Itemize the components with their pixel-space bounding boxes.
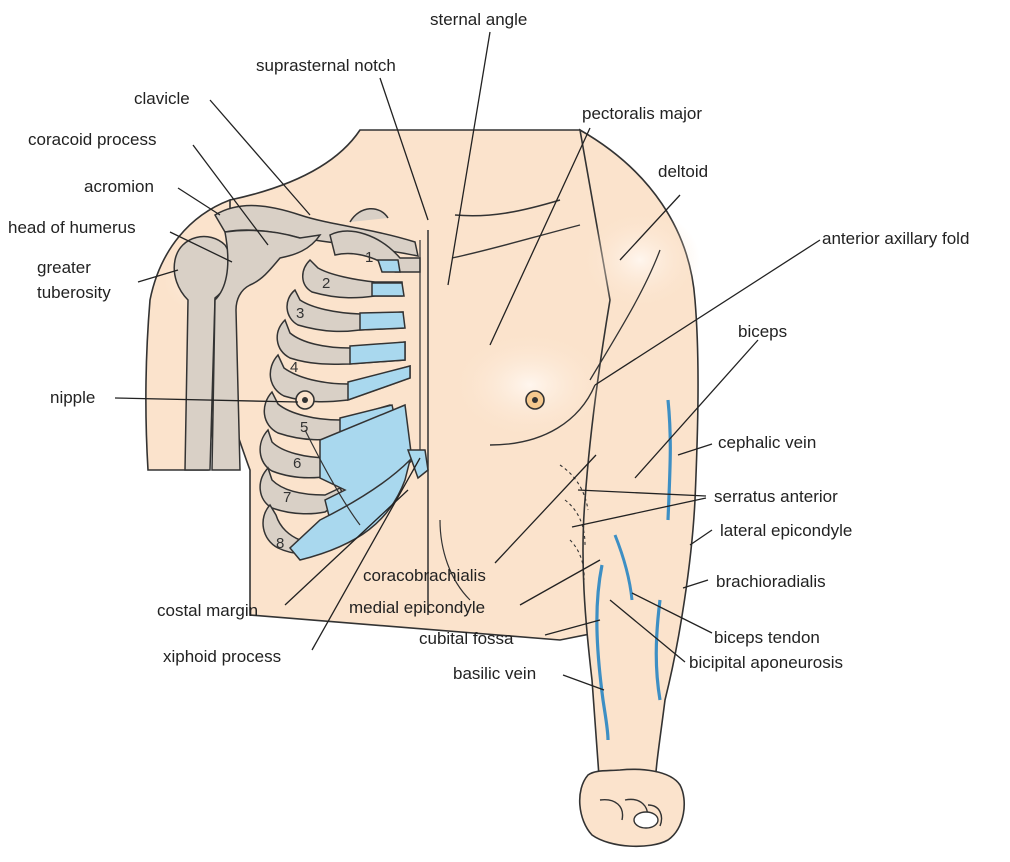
chest-highlight — [450, 330, 610, 440]
rib-number-7: 7 — [283, 489, 291, 506]
label-medial-epicondyle: medial epicondyle — [349, 598, 485, 618]
label-greater-tuberosity-1: greater — [37, 258, 91, 278]
label-biceps-tendon: biceps tendon — [714, 628, 820, 648]
label-acromion: acromion — [84, 177, 154, 197]
label-cubital-fossa: cubital fossa — [419, 629, 514, 649]
label-serratus-anterior: serratus anterior — [714, 487, 838, 507]
label-cephalic-vein: cephalic vein — [718, 433, 816, 453]
label-bicipital-aponeurosis: bicipital aponeurosis — [689, 653, 843, 673]
label-deltoid: deltoid — [658, 162, 708, 182]
label-coracobrachialis: coracobrachialis — [363, 566, 486, 586]
label-basilic-vein: basilic vein — [453, 664, 536, 684]
rib-number-4: 4 — [290, 359, 298, 376]
label-clavicle: clavicle — [134, 89, 190, 109]
rib-number-8: 8 — [276, 535, 284, 552]
thumbnail — [634, 812, 658, 828]
nipple-right-dot — [532, 397, 538, 403]
rib-number-1: 1 — [365, 249, 373, 266]
rib-number-3: 3 — [296, 305, 304, 322]
nipple-left-dot — [302, 397, 308, 403]
label-coracoid-process: coracoid process — [28, 130, 157, 150]
label-greater-tuberosity-2: tuberosity — [37, 283, 111, 303]
label-head-of-humerus: head of humerus — [8, 218, 136, 238]
label-xiphoid-process: xiphoid process — [163, 647, 281, 667]
fist — [580, 769, 685, 846]
label-biceps: biceps — [738, 322, 787, 342]
label-pectoralis-major: pectoralis major — [582, 104, 702, 124]
label-anterior-axillary-fold: anterior axillary fold — [822, 229, 969, 249]
rib-number-6: 6 — [293, 455, 301, 472]
rib-number-2: 2 — [322, 275, 330, 292]
label-sternal-angle: sternal angle — [430, 10, 527, 30]
rib-number-5: 5 — [300, 419, 308, 436]
label-nipple: nipple — [50, 388, 95, 408]
label-costal-margin: costal margin — [157, 601, 258, 621]
label-brachioradialis: brachioradialis — [716, 572, 826, 592]
label-lateral-epicondyle: lateral epicondyle — [720, 521, 852, 541]
label-suprasternal-notch: suprasternal notch — [256, 56, 396, 76]
